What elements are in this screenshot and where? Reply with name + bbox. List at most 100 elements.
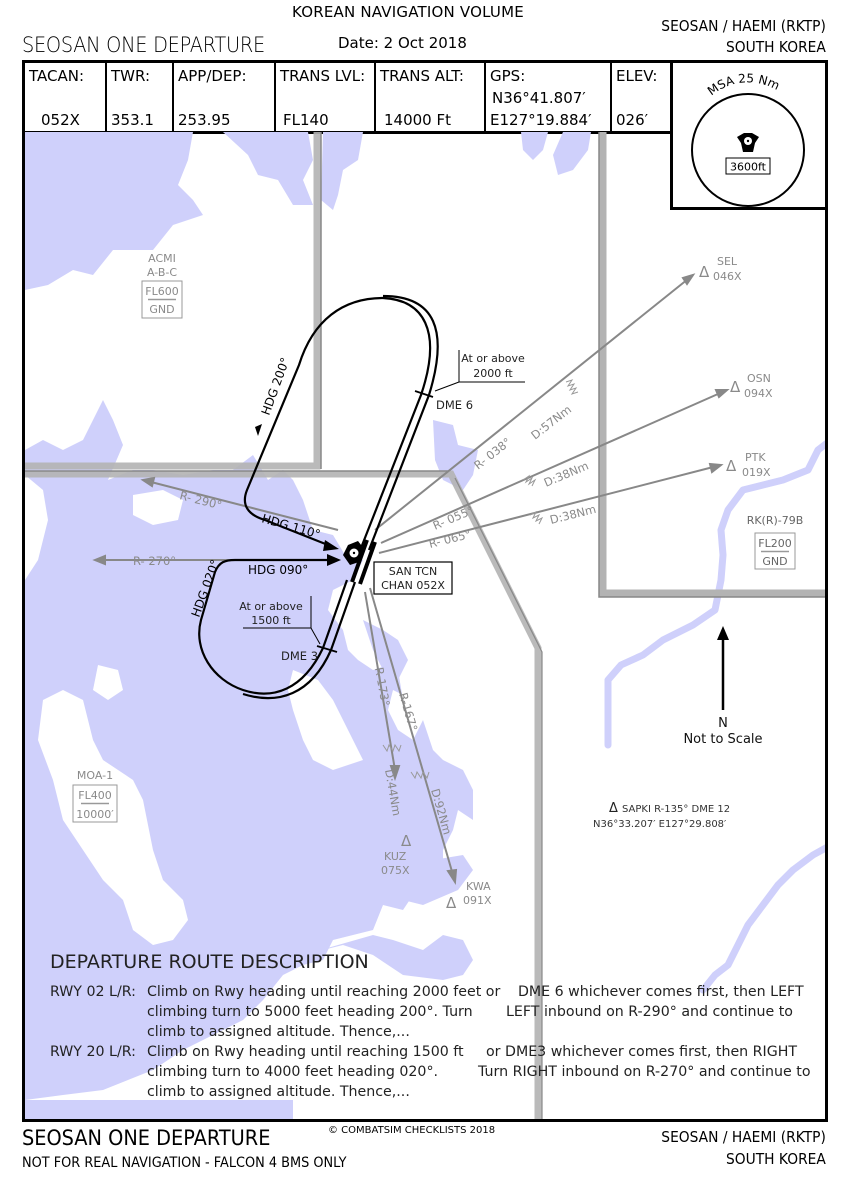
trans-lvl-label: TRANS LVL: [280,67,366,85]
chart-date: Date: 2 Oct 2018 [338,34,467,52]
kuz-channel: 075X [381,864,410,877]
rwy20-line3: climb to assigned altitude. Thence,... [147,1084,410,1100]
app-dep-label: APP/DEP: [178,67,247,85]
kwa-channel: 091X [463,894,492,907]
ptk-triangle-icon: Δ [726,457,737,475]
acmi-top: FL600 [145,285,178,298]
rwy20-line1a: Climb on Rwy heading until reaching 1500… [147,1044,464,1060]
trans-alt-label: TRANS ALT: [380,67,464,85]
route-arrows [255,424,341,566]
sel-triangle-icon: Δ [699,263,710,281]
trans-alt-value: 14000 Ft [384,111,451,129]
rwy20-line1b: or DME3 whichever comes first, then RIGH… [486,1044,798,1060]
osn-name: OSN [747,372,771,385]
alt-2000-line1: At or above [461,352,525,365]
airspace-labels: ACMI A-B-C FL600 GND MOA-1 FL400 10000′ … [72,252,804,823]
msa-panel: MSA 25 Nm 3600ft [670,60,828,210]
rwy20-line2a: climbing turn to 4000 feet heading 020°. [147,1064,439,1080]
twr-cell: TWR: 353.1 [107,63,174,131]
departure-routes [198,294,439,700]
gps-lon: E127°19.884′ [490,111,592,129]
hdg-090-label: HDG 090° [248,563,308,577]
gps-label: GPS: [490,67,526,85]
alt-2000-line2: 2000 ft [473,367,513,380]
rwy02-label: RWY 02 L/R: [50,984,136,1000]
country-name: SOUTH KOREA [726,38,826,56]
alt-1500-line2: 1500 ft [251,614,291,627]
kwa-triangle-icon: Δ [446,894,457,912]
restricted-name: RK(R)-79B [747,514,804,527]
kwa-name: KWA [466,880,491,893]
restricted-bottom: GND [762,555,787,568]
ptk-name: PTK [745,451,766,464]
page-title: SEOSAN ONE DEPARTURE [22,33,265,57]
disclaimer: NOT FOR REAL NAVIGATION - FALCON 4 BMS O… [22,1155,347,1171]
dme-6-label: DME 6 [436,398,473,412]
tacan-cell: TACAN: 052X [25,63,107,131]
acmi-sub: A-B-C [147,266,177,279]
river-south [699,844,825,994]
tacan-label: TACAN: [29,67,85,85]
radial-173-label: R-173° [372,666,393,707]
hdg-200-label: HDG 200° [259,356,293,417]
altitude-restrictions: DME 6 DME 3 At or above 2000 ft At or ab… [239,352,525,663]
restricted-top: FL200 [758,537,791,550]
msa-altitude: 3600ft [730,161,767,174]
app-dep-cell: APP/DEP: 253.95 [174,63,276,131]
moa-bottom: 10000′ [76,808,114,821]
radial-065-label: R- 065° [427,527,472,551]
volume-title: KOREAN NAVIGATION VOLUME [292,3,524,21]
gps-lat: N36°41.807′ [492,89,586,107]
sapki-line2: N36°33.207′ E127°29.808′ [593,819,727,830]
tacan-station-channel: CHAN 052X [381,579,445,592]
footer-title: SEOSAN ONE DEPARTURE [22,1126,271,1150]
footer-airport-name: SEOSAN / HAEMI (RKTP) [661,1128,826,1146]
app-dep-value: 253.95 [178,111,231,129]
description-title: DEPARTURE ROUTE DESCRIPTION [50,951,369,973]
rwy02-line1b: DME 6 whichever comes first, then LEFT [518,984,804,1000]
tacan-value: 052X [41,111,80,129]
rwy02-line3: climb to assigned altitude. Thence,... [147,1024,410,1040]
tacan-station-box: SAN TCN CHAN 052X [373,561,453,595]
rwy20-line2b: Turn RIGHT inbound on R-270° and continu… [478,1064,811,1080]
twr-label: TWR: [111,67,151,85]
dme-3-label: DME 3 [281,649,318,663]
navaid-labels: Δ SEL 046X Δ OSN 094X Δ PTK 019X Δ KUZ 0… [381,255,773,912]
rwy02-line2b: LEFT inbound on R-290° and continue to [506,1004,793,1020]
map-area: R- 290° R- 270° R- 038° D:57Nm R- 055° D… [22,132,828,1122]
north-label: N [718,716,728,731]
radial-038-label: R- 038° [471,435,514,473]
footer-country: SOUTH KOREA [726,1150,826,1168]
rwy02-line1a: Climb on Rwy heading until reaching 2000… [147,984,501,1000]
kuz-triangle-icon: Δ [401,832,412,850]
not-to-scale-label: Not to Scale [683,732,762,747]
rwy20-label: RWY 20 L/R: [50,1044,136,1060]
airport-header: SEOSAN / HAEMI (RKTP) SOUTH KOREA [661,16,826,58]
alt-1500-line1: At or above [239,600,303,613]
frequency-info-row: TACAN: 052X TWR: 353.1 APP/DEP: 253.95 T… [22,60,672,134]
trans-lvl-value: FL140 [283,111,329,129]
acmi-name: ACMI [148,252,176,265]
tacan-icon [343,541,365,565]
elev-label: ELEV: [616,67,658,85]
distance-break-icons [382,379,579,780]
elev-value: 026′ [616,111,649,129]
river [604,440,825,749]
radial-065-distance: D:38Nm [548,502,597,527]
rwy02-line2a: climbing turn to 5000 feet heading 200°.… [147,1004,473,1020]
elev-cell: ELEV: 026′ [612,63,672,131]
msa-tacan-icon [737,133,759,152]
trans-lvl-cell: TRANS LVL: FL140 [276,63,376,131]
north-arrow-icon: N Not to Scale [683,626,763,747]
trans-alt-cell: TRANS ALT: 14000 Ft [376,63,486,131]
moa-name: MOA-1 [77,769,113,782]
osn-triangle-icon: Δ [730,378,741,396]
sel-channel: 046X [713,270,742,283]
acmi-bottom: GND [149,303,174,316]
copyright: © COMBATSIM CHECKLISTS 2018 [328,1125,496,1136]
airspace-boundaries [25,132,825,1119]
tacan-station-name: SAN TCN [389,565,437,578]
dme-ticks [316,390,434,653]
osn-channel: 094X [744,387,773,400]
kuz-name: KUZ [384,850,407,863]
